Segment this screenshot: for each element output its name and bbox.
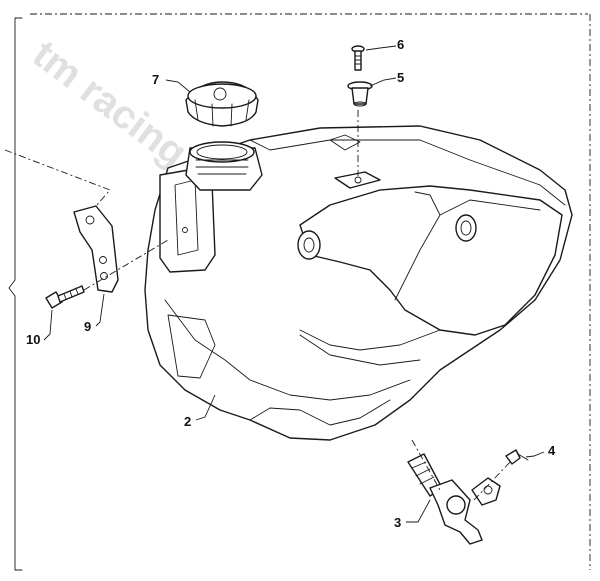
svg-text:9: 9 bbox=[84, 319, 91, 334]
svg-text:4: 4 bbox=[548, 443, 556, 458]
tap-screw bbox=[505, 449, 529, 465]
svg-text:3: 3 bbox=[394, 515, 401, 530]
callout-tap-screw: 4 bbox=[525, 443, 556, 458]
tank-bolt bbox=[351, 45, 365, 71]
svg-text:5: 5 bbox=[397, 70, 404, 85]
svg-text:10: 10 bbox=[26, 332, 40, 347]
tap-axis-line bbox=[411, 439, 441, 491]
group-bracket bbox=[8, 17, 23, 571]
svg-text:7: 7 bbox=[152, 72, 159, 87]
callout-filler-cap: 7 bbox=[152, 72, 191, 93]
fuel-tank bbox=[144, 125, 573, 441]
fuel-tap bbox=[407, 453, 501, 545]
bracket-screw bbox=[45, 285, 85, 309]
bracket-group-line bbox=[4, 149, 111, 207]
spacer bbox=[347, 81, 373, 107]
filler-cap bbox=[185, 81, 259, 127]
bracket bbox=[73, 205, 119, 293]
callout-bracket-screw: 10 bbox=[26, 309, 53, 347]
callout-spacer: 5 bbox=[369, 70, 404, 87]
callout-fuel-tank: 2 bbox=[184, 394, 216, 429]
callout-bracket: 9 bbox=[84, 293, 105, 334]
callout-tank-bolt: 6 bbox=[365, 37, 404, 52]
svg-text:6: 6 bbox=[397, 37, 404, 52]
tap-screw-axis-line bbox=[473, 459, 513, 501]
callout-fuel-tap: 3 bbox=[394, 499, 431, 530]
svg-text:2: 2 bbox=[184, 414, 191, 429]
bracket-axis-line bbox=[83, 239, 169, 291]
